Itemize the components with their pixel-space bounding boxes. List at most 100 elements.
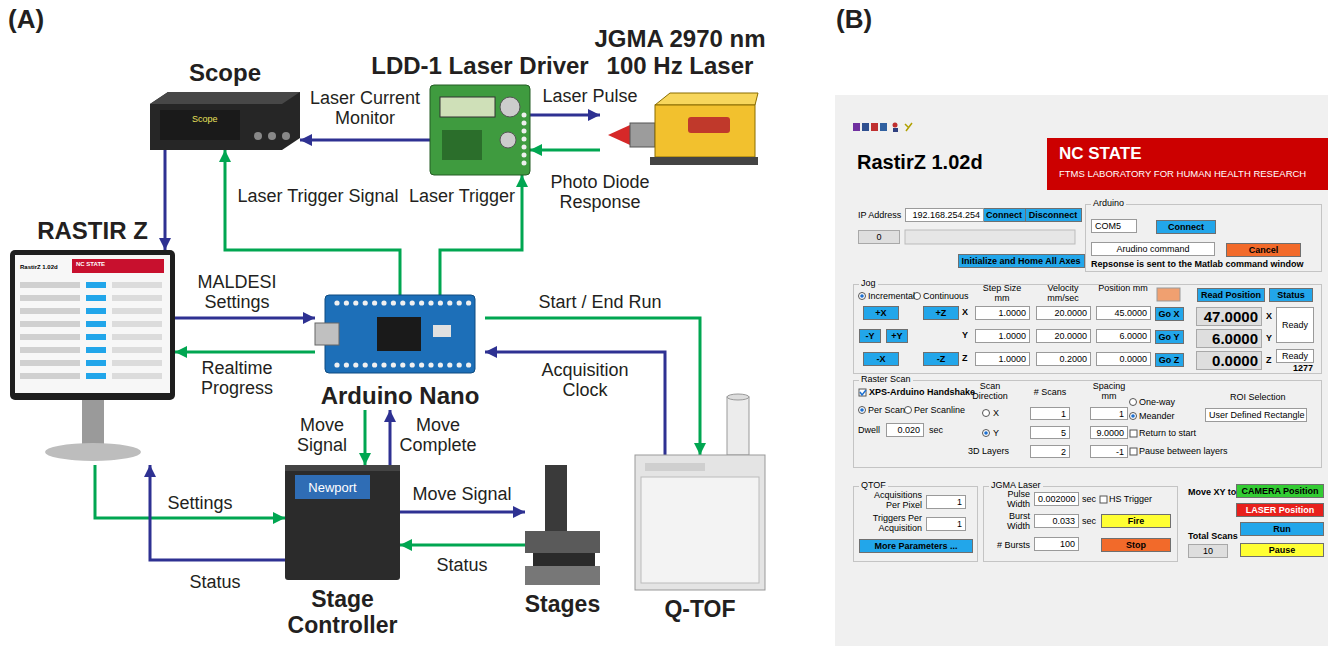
column-header: # Scans [1028, 387, 1072, 397]
gui-text: IP Address [858, 210, 901, 221]
input-field: Arudino command [1091, 242, 1215, 256]
node-label: Disconnect [1029, 210, 1078, 221]
input-field: 0.020 [886, 423, 924, 437]
gui-text: Y [962, 330, 968, 341]
input-field: 5 [1030, 426, 1070, 439]
stages-device: Stages [525, 465, 600, 585]
node-inner-text: RastirZ 1.02d [20, 264, 58, 270]
gui-text: One-way [1139, 397, 1175, 408]
header-banner: NC STATEFTMS LABORATORY FOR HUMAN HEALTH… [1047, 138, 1328, 190]
signal-arrow [175, 317, 315, 320]
input-field: 45.0000 [1096, 306, 1151, 320]
field-caption: Pulse Width [986, 489, 1030, 509]
input-field: 0.033 [1034, 514, 1079, 528]
input-field: 1 [1090, 407, 1128, 420]
node-label: RASTIR Z [37, 217, 148, 244]
edge-label: MALDESI Settings [187, 272, 287, 312]
gui-button: +X [863, 306, 899, 320]
panel-letter: (B) [836, 4, 872, 34]
gui-text: Return to start [1139, 428, 1196, 439]
field-caption: Burst Width [986, 511, 1030, 531]
gui-text: XPS-Arduino Handshake [869, 387, 975, 398]
node-label: Read Position [1201, 290, 1261, 301]
input-field: 100 [1034, 537, 1079, 551]
gui-text: ROI Selection [1230, 392, 1286, 403]
app-title: RastirZ 1.02d [857, 150, 983, 174]
input-field: 0.0000 [1096, 352, 1151, 366]
input-field: 0.2000 [1036, 352, 1091, 366]
readonly-field: 0 [858, 230, 900, 244]
edge-label: Status [436, 555, 487, 575]
node-label: Stage Controller [273, 586, 413, 638]
node-inner-text: Newport [295, 475, 370, 499]
input-field: 0.002000 [1034, 492, 1079, 506]
input-field: 1.0000 [975, 329, 1030, 343]
signal-arrow [389, 410, 392, 465]
gui-text: 3D Layers [968, 446, 1009, 457]
signal-arrow [95, 465, 285, 518]
edge-label: Photo Diode Response [535, 172, 665, 212]
laser-driver-board: LDD-1 Laser Driver [430, 85, 530, 175]
edge-label: Laser Current Monitor [295, 88, 435, 128]
signal-arrow [530, 114, 600, 117]
input-field: 1 [1030, 407, 1070, 420]
column-header: Step Size mm [977, 283, 1027, 303]
signal-arrow [530, 149, 600, 152]
input-field: -1 [1090, 445, 1128, 458]
gui-text: X [962, 307, 968, 318]
input-field: 1.0000 [975, 306, 1030, 320]
node-label: Go Y [1159, 332, 1180, 343]
gui-text: Incremental [868, 291, 915, 302]
signal-arrow [300, 139, 430, 142]
gui-text: Y [1266, 333, 1272, 344]
gui-button: Go X [1155, 307, 1184, 321]
node-label: Initialize and Home All Axes [962, 256, 1081, 267]
field-caption: Triggers Per Acquisition [858, 513, 922, 533]
node-label: Raster Scan [859, 374, 913, 385]
gui-button: Pause [1240, 543, 1324, 557]
radio-buttons [859, 293, 1137, 437]
dropdown-field: COM5 [1091, 219, 1137, 233]
position-readout: 6.0000 [1196, 329, 1262, 348]
stage-controller-box: Stage ControllerNewport [285, 465, 400, 580]
gui-text: 1277 [1293, 363, 1313, 374]
gui-button: +Z [923, 306, 959, 320]
gui-button: Connect [982, 208, 1026, 222]
node-label: Arduino Nano [315, 382, 485, 410]
signal-arrow [150, 465, 285, 560]
node-label: Cancel [1249, 245, 1279, 256]
radio-dots [860, 294, 1135, 435]
edge-label: Settings [167, 493, 232, 513]
gui-button: +Y [886, 329, 908, 343]
node-label: Connect [1168, 222, 1204, 233]
edge-label: Realtime Progress [187, 358, 287, 398]
node-label: Stop [1126, 540, 1146, 551]
position-readout: 0.0000 [1196, 351, 1262, 370]
gui-text: sec [929, 425, 943, 436]
signal-arrow [400, 544, 525, 547]
node-label: More Parameters ... [874, 541, 957, 552]
node-label: Scope [189, 59, 261, 86]
gui-text: X [993, 408, 999, 419]
node-label: -Z [937, 354, 946, 365]
computer-monitor: RASTIR ZNC STATERastirZ 1.02d [10, 250, 175, 465]
gui-text: Dwell [858, 425, 880, 436]
readonly-field: 10 [1188, 544, 1228, 558]
input-field: 1.0000 [975, 352, 1030, 366]
gui-button: Initialize and Home All Axes [958, 254, 1085, 268]
signal-arrow [400, 511, 525, 514]
input-field: 20.0000 [1036, 306, 1091, 320]
gui-button: -Y [859, 329, 881, 343]
position-readout: 47.0000 [1196, 307, 1262, 326]
gui-button: Status [1269, 288, 1313, 302]
gui-button: Read Position [1197, 288, 1265, 302]
node-label: LASER Position [1246, 505, 1315, 516]
input-field: 1 [926, 517, 966, 531]
arduino-board: Arduino Nano [315, 295, 485, 410]
edge-label: Acquisition Clock [530, 360, 640, 400]
edge-label: Start / End Run [538, 292, 661, 312]
progress-bar [905, 230, 1075, 244]
gui-text: Z [1266, 355, 1272, 366]
node-label: +X [875, 308, 886, 319]
gui-text: Per Scanline [914, 405, 965, 416]
